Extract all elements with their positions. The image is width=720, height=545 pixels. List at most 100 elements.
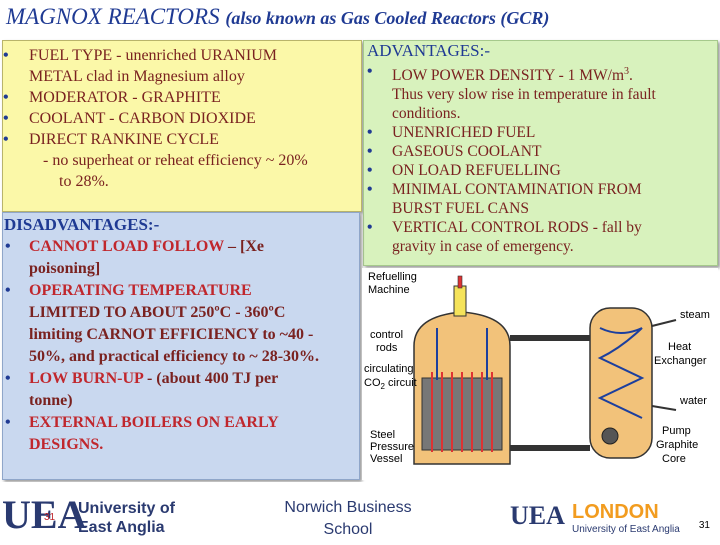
advantage-text: LOW POWER DENSITY - 1 MW/m — [392, 67, 625, 85]
fuel-info-box: • FUEL TYPE - unenriched URANIUM METAL c… — [2, 40, 362, 212]
univ-line1: University of — [78, 500, 176, 517]
list-item: • LOW POWER DENSITY - 1 MW/m3. Thus very… — [364, 62, 717, 123]
bullet: • — [367, 63, 373, 80]
label-pressure: Pressure — [370, 441, 414, 453]
list-item: • FUEL TYPE - unenriched URANIUM METAL c… — [3, 45, 361, 87]
disadvantage-highlight: EXTERNAL BOILERS ON EARLY — [29, 414, 279, 431]
bullet: • — [367, 124, 373, 142]
superscript: 3 — [624, 66, 630, 77]
page-number: 31 — [699, 520, 711, 531]
label-control: control — [370, 329, 403, 341]
bullet: • — [3, 89, 9, 106]
bullet: • — [3, 47, 9, 64]
advantage-text: Thus very slow rise in temperature in fa… — [392, 86, 656, 104]
disadvantages-list: • CANNOT LOAD FOLLOW – [Xe poisoning] • … — [3, 236, 359, 456]
heat-exchanger-shape — [589, 307, 653, 459]
advantage-text: conditions. — [392, 105, 461, 123]
label-pump: Pump — [662, 425, 691, 437]
disadvantage-highlight: CANNOT LOAD FOLLOW — [29, 238, 224, 255]
disadvantage-text: 50%, and practical efficiency to ~ 28-30… — [29, 348, 320, 365]
bullet: • — [5, 370, 11, 387]
list-item: • DIRECT RANKINE CYCLE — [3, 129, 361, 150]
fuel-list: • FUEL TYPE - unenriched URANIUM METAL c… — [3, 45, 361, 192]
fuel-channels — [431, 372, 493, 452]
disadvantage-highlight: LOW BURN-UP — [29, 370, 143, 387]
label-machine: Machine — [368, 284, 410, 296]
cycle-note-line: - no superheat or reheat efficiency ~ 20… — [43, 152, 308, 169]
advantage-text: ON LOAD REFUELLING — [392, 162, 561, 180]
advantages-list: • LOW POWER DENSITY - 1 MW/m3. Thus very… — [364, 62, 717, 256]
label-rods: rods — [376, 342, 398, 354]
advantage-text: BURST FUEL CANS — [392, 200, 529, 218]
label-heat: Heat — [668, 341, 691, 353]
title-main: MAGNOX REACTORS — [6, 4, 220, 29]
school-line2: School — [324, 521, 373, 538]
bullet: • — [5, 238, 11, 255]
list-item: • LOW BURN-UP - (about 400 TJ per tonne) — [3, 368, 359, 412]
label-co2: CO2 — [364, 377, 386, 391]
advantage-text: MINIMAL CONTAMINATION FROM — [392, 181, 642, 199]
slide-title: MAGNOX REACTORS (also known as Gas Coole… — [6, 4, 718, 38]
cycle-note-line: to 28%. — [59, 173, 109, 190]
list-item: • VERTICAL CONTROL RODS - fall by gravit… — [364, 218, 717, 256]
fuel-type-line: METAL clad in Magnesium alloy — [29, 68, 245, 85]
advantage-text: . — [629, 67, 633, 85]
label-refuelling: Refuelling — [368, 271, 417, 283]
control-rods-shape — [436, 328, 488, 380]
cycle-line: DIRECT RANKINE CYCLE — [29, 131, 219, 148]
advantages-header: ADVANTAGES:- — [367, 41, 490, 60]
exchanger-coil — [597, 327, 645, 419]
label-steam: steam — [680, 309, 710, 321]
bullet: • — [367, 143, 373, 161]
list-item: • EXTERNAL BOILERS ON EARLY DESIGNS. — [3, 412, 359, 456]
page-number-small: 31 — [44, 512, 56, 523]
bullet: • — [367, 162, 373, 180]
disadvantage-highlight: DESIGNS. — [29, 436, 104, 453]
advantage-text: VERTICAL CONTROL RODS - fall by — [392, 219, 642, 237]
advantage-text: gravity in case of emergency. — [392, 238, 574, 256]
label-graphite: Graphite — [656, 439, 698, 451]
list-item: • GASEOUS COOLANT — [364, 142, 717, 161]
label-water: water — [679, 395, 707, 407]
cycle-note: - no superheat or reheat efficiency ~ 20… — [3, 150, 361, 192]
coolant-line: COOLANT - CARBON DIOXIDE — [29, 110, 256, 127]
disadvantage-text: LIMITED TO ABOUT 250ºC - 360ºC — [29, 304, 286, 321]
list-item: • UNENRICHED FUEL — [364, 123, 717, 142]
disadvantages-header: DISADVANTAGES:- — [4, 215, 160, 234]
disadvantage-text: limiting CARNOT EFFICIENCY to ~40 - — [29, 326, 314, 343]
pump-shape — [601, 427, 619, 445]
label-circulating: circulating — [364, 363, 414, 375]
bullet: • — [5, 282, 11, 299]
water-arrow — [651, 405, 677, 411]
disadvantage-text: poisoning] — [29, 260, 101, 277]
refuelling-machine-shape — [453, 285, 467, 317]
uea-logo: UEA — [2, 492, 87, 537]
school-line1: Norwich Business — [284, 499, 411, 516]
refuelling-rod-shape — [457, 275, 463, 289]
label-core: Core — [662, 453, 686, 465]
bullet: • — [3, 131, 9, 148]
list-item: • CANNOT LOAD FOLLOW – [Xe poisoning] — [3, 236, 359, 280]
footer-svg: UEA 31 University of East Anglia Norwich… — [2, 492, 711, 538]
disadvantage-text: tonne) — [29, 392, 73, 409]
steam-arrow — [651, 319, 677, 327]
list-item: • MODERATOR - GRAPHITE — [3, 87, 361, 108]
london-word: LONDON — [572, 501, 659, 523]
advantages-box: ADVANTAGES:- • LOW POWER DENSITY - 1 MW/… — [363, 40, 718, 266]
univ-line2: East Anglia — [78, 519, 165, 536]
fuel-type-line: FUEL TYPE - unenriched URANIUM — [29, 47, 277, 64]
disadvantage-text: - (about 400 TJ per — [142, 370, 279, 387]
label-vessel: Vessel — [370, 453, 402, 465]
label-steel: Steel — [370, 429, 395, 441]
disadvantage-text: – [Xe — [224, 238, 264, 255]
list-item: • ON LOAD REFUELLING — [364, 161, 717, 180]
bullet: • — [367, 219, 373, 237]
label-circuit: circuit — [388, 377, 417, 389]
advantage-text: UNENRICHED FUEL — [392, 124, 536, 142]
list-item: • COOLANT - CARBON DIOXIDE — [3, 108, 361, 129]
title-sub: (also known as Gas Cooled Reactors (GCR) — [225, 8, 550, 28]
footer: UEA 31 University of East Anglia Norwich… — [0, 482, 720, 540]
disadvantages-box: DISADVANTAGES:- • CANNOT LOAD FOLLOW – [… — [2, 212, 360, 480]
advantage-text: GASEOUS COOLANT — [392, 143, 542, 161]
list-item: • MINIMAL CONTAMINATION FROM BURST FUEL … — [364, 180, 717, 218]
